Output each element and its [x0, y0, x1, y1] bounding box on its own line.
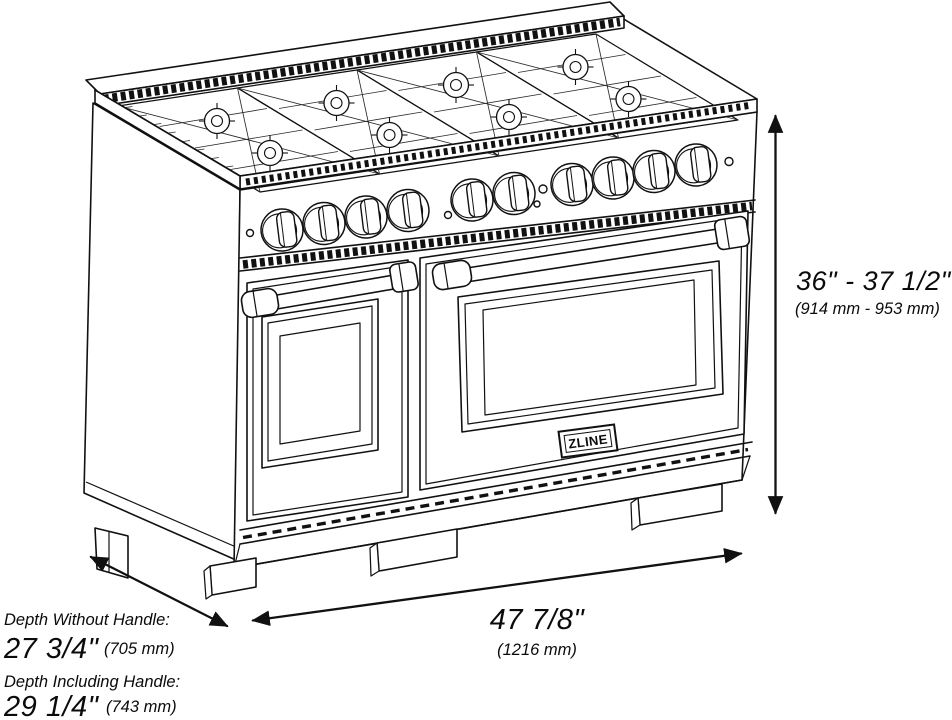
right-oven-door: ZLINE [419, 210, 751, 491]
width-imperial-label: 47 7/8" [490, 604, 586, 636]
depth-including-handle-imperial: 29 1/4" [3, 691, 100, 720]
height-metric-label: (914 mm - 953 mm) [795, 300, 940, 318]
width-dimension: 47 7/8" (1216 mm) [251, 548, 743, 659]
burner-grates [117, 33, 739, 193]
depth-dimension: Depth Without Handle: 27 3/4" (705 mm) D… [3, 555, 229, 720]
depth-without-handle-label: Depth Without Handle: [4, 611, 170, 629]
height-imperial-label: 36" - 37 1/2" [796, 266, 952, 296]
depth-without-handle-metric: (705 mm) [104, 640, 175, 658]
cooktop [85, 1, 758, 193]
brand-logo-text: ZLINE [567, 431, 608, 451]
indicator-dots [245, 156, 734, 238]
cooktop-left-trim [94, 89, 241, 190]
depth-including-handle-metric: (743 mm) [106, 698, 177, 716]
left-foot [94, 527, 129, 579]
width-dimension-arrow [251, 548, 743, 626]
right-door-handle [431, 215, 751, 291]
height-dimension: 36" - 37 1/2" (914 mm - 953 mm) [767, 114, 952, 515]
left-oven-door [240, 259, 419, 522]
left-oven-window [261, 298, 379, 469]
depth-without-handle-imperial: 27 3/4" [3, 633, 100, 665]
zline-badge: ZLINE [557, 423, 619, 459]
back-vent-rail [85, 1, 625, 107]
right-oven-window [457, 260, 724, 433]
left-door-handle [240, 261, 419, 319]
width-metric-label: (1216 mm) [497, 641, 577, 659]
depth-dimension-arrow [89, 555, 229, 628]
depth-including-handle-label: Depth Including Handle: [4, 673, 180, 691]
